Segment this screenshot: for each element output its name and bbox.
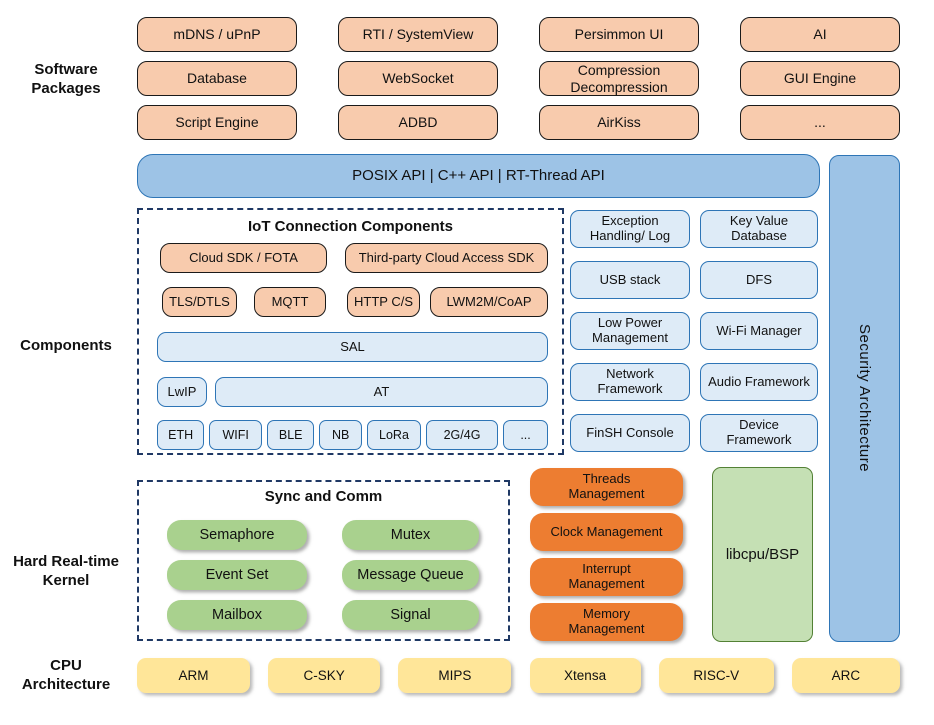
arm-box: ARM [137,658,250,693]
device-framework-box: Device Framework [700,414,818,452]
sync-and-comm-box: Sync and Comm Semaphore Mutex Event Set … [137,480,510,641]
package-database: Database [137,61,297,96]
package-persimmon-ui: Persimmon UI [539,17,699,52]
package-rti-systemview: RTI / SystemView [338,17,498,52]
package-adbd: ADBD [338,105,498,140]
audio-framework-box: Audio Framework [700,363,818,401]
exception-handling-log-box: Exception Handling/ Log [570,210,690,248]
memory-management-box: Memory Management [530,603,683,641]
http-cs-box: HTTP C/S [347,287,420,317]
network-framework-box: Network Framework [570,363,690,401]
third-party-cloud-access-sdk-box: Third-party Cloud Access SDK [345,243,548,273]
sync-and-comm-title: Sync and Comm [264,488,383,505]
mutex-box: Mutex [342,520,479,550]
libcpu-bsp-box: libcpu/BSP [712,467,813,642]
key-value-database-box: Key Value Database [700,210,818,248]
security-architecture-label: Security Architecture [856,324,874,473]
software-packages-grid: mDNS / uPnP RTI / SystemView Persimmon U… [137,17,900,140]
message-queue-box: Message Queue [342,560,479,590]
mqtt-box: MQTT [254,287,326,317]
label-software-packages: Software Packages [31,61,101,98]
risc-v-box: RISC-V [658,658,774,693]
finsh-console-box: FinSH Console [570,414,690,452]
kernel-management-column: Threads Management Clock Management Inte… [530,468,683,641]
threads-management-box: Threads Management [530,468,683,506]
components-grid: Exception Handling/ Log Key Value Databa… [570,210,818,452]
cpu-architecture-row: ARM C-SKY MIPS Xtensa RISC-V ARC [137,658,900,693]
package-script-engine: Script Engine [137,105,297,140]
sal-box: SAL [157,332,548,362]
package-compression: Compression Decompression [539,61,699,96]
wifi-manager-box: Wi-Fi Manager [700,312,818,350]
package-airkiss: AirKiss [539,105,699,140]
signal-box: Signal [342,600,479,630]
iot-connection-components-box: IoT Connection Components Cloud SDK / FO… [137,208,564,455]
lwip-box: LwIP [157,377,207,407]
package-more: ... [740,105,900,140]
interrupt-management-box: Interrupt Management [530,558,683,596]
iot-connection-components-title: IoT Connection Components [248,218,453,235]
label-cpu-architecture: CPU Architecture [21,657,111,694]
arc-box: ARC [791,658,900,693]
dfs-box: DFS [700,261,818,299]
lwm2m-coap-box: LWM2M/CoAP [430,287,548,317]
tls-dtls-box: TLS/DTLS [162,287,237,317]
2g-4g-box: 2G/4G [425,420,499,450]
semaphore-box: Semaphore [167,520,307,550]
wifi-box: WIFI [209,420,263,450]
eth-box: ETH [157,420,205,450]
cloud-sdk-fota-box: Cloud SDK / FOTA [160,243,327,273]
nb-box: NB [319,420,362,450]
package-gui-engine: GUI Engine [740,61,900,96]
at-box: AT [215,377,548,407]
ble-box: BLE [267,420,315,450]
low-power-management-box: Low Power Management [570,312,690,350]
c-sky-box: C-SKY [268,658,381,693]
api-bar: POSIX API | C++ API | RT-Thread API [137,154,820,198]
security-architecture-bar: Security Architecture [829,155,900,642]
xtensa-box: Xtensa [529,658,641,693]
link-layer-row: ETH WIFI BLE NB LoRa 2G/4G ... [157,420,549,450]
mailbox-box: Mailbox [167,600,307,630]
label-hard-realtime-kernel: Hard Real-time Kernel [13,553,119,590]
lora-box: LoRa [366,420,421,450]
usb-stack-box: USB stack [570,261,690,299]
package-ai: AI [740,17,900,52]
package-websocket: WebSocket [338,61,498,96]
sync-and-comm-grid: Semaphore Mutex Event Set Message Queue … [167,520,479,630]
event-set-box: Event Set [167,560,307,590]
package-mdns-upnp: mDNS / uPnP [137,17,297,52]
more-links-box: ... [503,420,549,450]
clock-management-box: Clock Management [530,513,683,551]
label-components: Components [20,337,112,354]
mips-box: MIPS [398,658,512,693]
